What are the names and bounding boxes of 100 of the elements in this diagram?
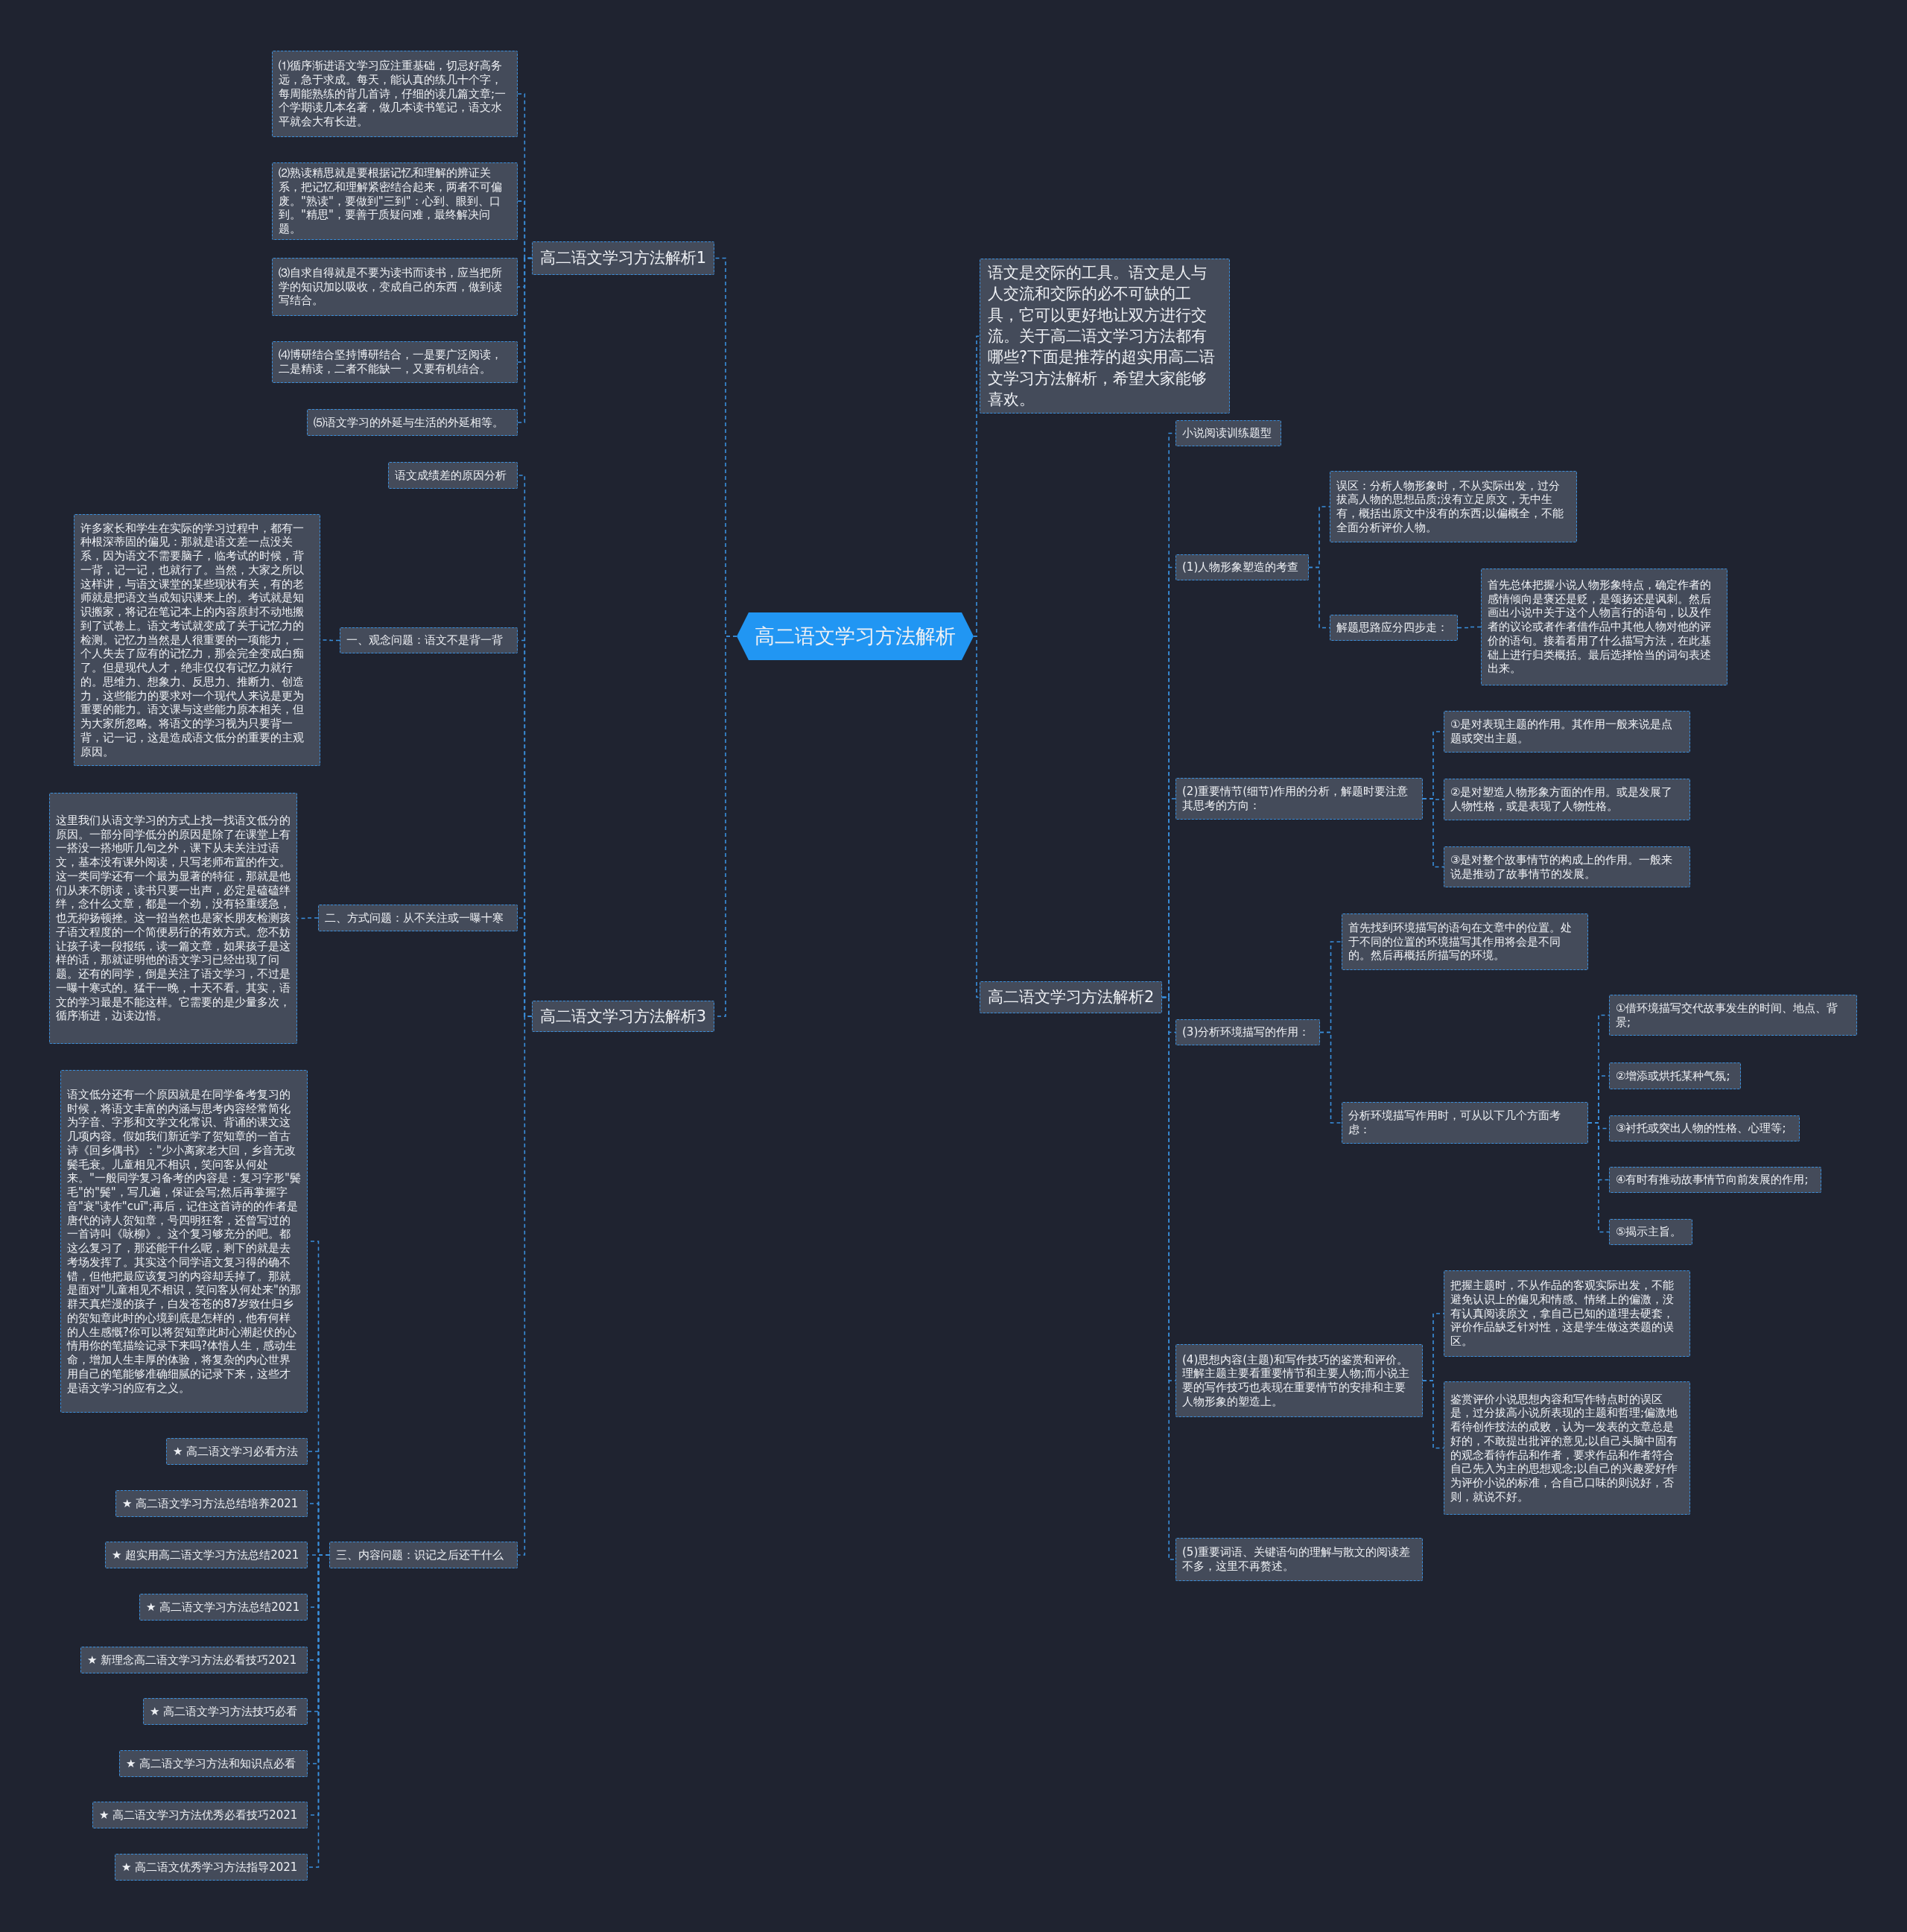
topic-text: ③是对整个故事情节的构成上的作用。一般来说是推动了故事情节的发展。: [1450, 852, 1674, 881]
connector-line: [296, 917, 319, 919]
topic-box: [1444, 1381, 1690, 1515]
topic-text: 语文成绩差的原因分析: [395, 468, 507, 483]
topic-box: [1609, 1115, 1800, 1141]
topic-box: [1342, 913, 1588, 970]
topic-box: [92, 1802, 308, 1828]
topic-text: ⑴循序渐进语文学习应注重基础，切忌好高务远，急于求成。每天，能认真的练几十个字，每周能熟练的背几首诗，仔细的读几篇文章;一个学期读几本名著，做几本读书笔记，语文水平就会大有长进。: [279, 59, 507, 129]
topic-text: 小说阅读训练题型: [1182, 426, 1272, 440]
topic-text: ★ 高二语文学习方法技巧必看: [150, 1704, 299, 1719]
topic-box: [1330, 615, 1458, 641]
topic-box: [1609, 1167, 1821, 1193]
topic-text: ★ 高二语文学习方法优秀必看技巧2021: [99, 1808, 299, 1822]
topic-text: ★ 超实用高二语文学习方法总结2021: [112, 1548, 300, 1562]
topic-text: (4)思想内容(主题)和写作技巧的鉴赏和评价。理解主题主要看重要情节和主要人物;而小说主要的写作技巧也表现在重要情节的安排和主要人物形象的塑造上。: [1182, 1352, 1411, 1409]
topic-text: ①借环境描写交代故事发生的时间、地点、背景;: [1616, 1001, 1839, 1030]
connector-line: [973, 636, 980, 998]
topic-text: ⑷博研结合坚持博研结合，一是要广泛阅读，二是精读，二者不能缺一，又要有机结合。: [279, 348, 503, 376]
connector-line: [1161, 996, 1176, 1560]
topic-text: ⑸语文学习的外延与生活的外延相等。: [314, 415, 504, 430]
topic-box: [1342, 1102, 1588, 1144]
connector-line: [1457, 626, 1482, 629]
topic-box: [1175, 420, 1281, 446]
topic-box: [166, 1438, 308, 1465]
topic-text: ★ 高二语文学习必看方法: [173, 1444, 299, 1459]
topic-text: 误区：分析人物形象时，不从实际出发，过分拔高人物的思想品质;没有立足原文，无中生有，概括出原文中没有的东西;以偏概全，不能全面分析评价人物。: [1336, 478, 1565, 535]
topic-text: ★ 新理念高二语文学习方法必看技巧2021: [87, 1653, 298, 1667]
connector-line: [517, 257, 533, 423]
topic-box: [1175, 1019, 1320, 1045]
topic-box: [307, 409, 518, 436]
topic-text: ⑶自求自得就是不要为读书而读书，应当把所学的知识加以吸收，变成自己的东西，做到读写结合。: [279, 265, 503, 308]
topic-box: [1609, 1062, 1741, 1089]
topic-text: 许多家长和学生在实际的学习过程中，都有一种根深蒂固的偏见：那就是语文差一点没关系，因为语文不需要脑子，临考试的时候，背一背，记一记，也就行了。当然，大家之所以这样讲，与语文课堂的某些现状有关，有的老师就是把语文当成知识课来上的。考试就是知识搬家，将记在笔记本上的内容原封不动地搬到了试卷上。语文考试就变成了关于记忆力的检测。记忆力当然是人很重要的一项能力，一个人失去了应有的记忆力，那会完全变成白痴了。但是现代人才，绝非仅仅有记忆力就行的。思维力、想象力、反思力、推断力、创造力，这些能力的要求对一个现代人来说是更为重要的能力。语文课与这些能力原本相关，但为大家所忽略。将语文的学习视为只要背一背，记一记，这是造成语文低分的重要的主观原因。: [80, 521, 305, 759]
topic-box: [272, 341, 518, 383]
topic-text: 鉴赏评价小说思想内容和写作特点时的误区是，过分拔高小说所表现的主题和哲理;偏激地看待创作技法的成败，认为一发表的文章总是好的，不敢提出批评的意见;以自己头脑中固有的观念看待作品和作者，要求作品和作者符合自己先入为主的思想观念;以自己的兴趣爱好作为评价小说的标准，合自己口味的则说好，否则，就说不好。: [1450, 1392, 1679, 1504]
topic-box: [143, 1698, 308, 1725]
topic-box: [1175, 1344, 1423, 1417]
topic-text: ①是对表现主题的作用。其作用一般来说是点题或突出主题。: [1450, 718, 1674, 746]
topic-box: [340, 627, 518, 653]
topic-box: [115, 1854, 308, 1881]
connector-line: [1422, 1380, 1444, 1449]
topic-box: [980, 981, 1163, 1013]
topic-text: ⑤揭示主旨。: [1616, 1225, 1683, 1239]
topic-text: 高二语文学习方法解析1: [539, 248, 706, 269]
topic-text: ★ 高二语文优秀学习方法指导2021: [121, 1860, 299, 1875]
topic-text: (3)分析环境描写的作用：: [1182, 1025, 1311, 1039]
topic-text: 首先找到环境描写的语句在文章中的位置。处于不同的位置的环境描写其作用将会是不同的。然后再概括所描写的环境。: [1348, 920, 1573, 963]
central-topic: [737, 612, 974, 660]
topic-box: [1609, 995, 1857, 1036]
topic-box: [531, 1001, 714, 1032]
topic-text: ★ 高二语文学习方法和知识点必看: [126, 1756, 297, 1771]
topic-text: 高二语文学习方法解析2: [988, 987, 1155, 1008]
topic-box: [80, 1647, 308, 1673]
topic-box: [329, 1542, 518, 1568]
topic-text: 语文低分还有一个原因就是在同学备考复习的时候，将语文丰富的内涵与思考内容经常简化为字音、字形和文学文化常识、背诵的课文这几项内容。假如我们新近学了贺知章的一首古诗《回乡偶书》："少小离家老大回，乡音无改鬓毛衰。儿童相见不相识，笑问客从何处来。"一般同学复习备考的内容是：复习字形"鬓毛"的"鬓"，写几遍，保证会写;然后再掌握字音"衰"读作"cuī";再后，记住这首诗的的作者是唐代的诗人贺知章，号四明狂客，还曾写过的一首诗叫《咏柳》。这个复习够充分的吧。都这么复习了，那还能干什么呢，剩下的就是去考场发挥了。其实这个同学语文复习得的确不错，但他把最应该复习的内容却丢掉了。那就是面对"儿童相见不相识，笑问客从何处来"的那群天真烂漫的孩子，白发苍苍的87岁致仕归乡的贺知章此时的心境到底是怎样的，他有何样的人生感慨?你可以将贺知章此时心潮起伏的心情用你的笔描绘记录下来吗?体悟人生，感动生命，增加人生丰厚的体验，将复杂的内心世界用自己的笔能够准确细腻的记录下来，这些才是语文学习的应有之义。: [67, 1087, 301, 1396]
topic-text: ②增添或烘托某种气氛;: [1616, 1068, 1731, 1083]
topic-text: ★ 高二语文学习方法总结2021: [146, 1600, 301, 1615]
topic-text: ③衬托或突出人物的性格、心理等;: [1616, 1121, 1787, 1136]
topic-text: 分析环境描写作用时，可从以下几个方面考虑：: [1348, 1109, 1561, 1137]
topic-box: [272, 51, 518, 137]
topic-box: [272, 162, 518, 240]
topic-text: (5)重要词语、关键语句的理解与散文的阅读差不多，这里不再赘述。: [1182, 1545, 1412, 1574]
topic-box: [388, 462, 518, 489]
topic-text: 二、方式问题：从不关注或一曝十寒: [325, 910, 504, 925]
topic-text: ②是对塑造人物形象方面的作用。或是发展了人物性格，或是表现了人物性格。: [1450, 785, 1674, 814]
topic-box: [139, 1594, 308, 1621]
topic-box: [1175, 778, 1423, 820]
topic-box: [1609, 1219, 1692, 1245]
topic-text: 首先总体把握小说人物形象特点，确定作者的感情倾向是褒还是贬，是颂扬还是讽刺。然后画出小说中关于这个人物言行的语句，以及作者的议论或者作者借作品中其他人物对他的评价的语句。接着看用了什么描写方法，在此基础上进行归类概括。最后选择恰当的词句表述出来。: [1488, 577, 1712, 677]
connector-line: [1587, 1122, 1610, 1233]
topic-text: 高二语文学习方法解析3: [539, 1006, 706, 1027]
connector-line: [1319, 1031, 1342, 1124]
topic-text: 解题思路应分四步走：: [1336, 621, 1449, 635]
topic-text: 高二语文学习方法解析: [755, 624, 956, 649]
topic-box: [1330, 471, 1577, 542]
topic-text: ★ 高二语文学习方法总结培养2021: [122, 1496, 299, 1511]
topic-box: [1444, 846, 1690, 887]
topic-box: [1444, 779, 1690, 820]
topic-box: [1481, 568, 1727, 685]
topic-box: [531, 241, 714, 275]
topic-text: 三、内容问题：识记之后还干什么: [336, 1548, 504, 1562]
topic-box: [119, 1750, 308, 1777]
topic-box: [115, 1490, 308, 1517]
topic-text: 一、观念问题：语文不是背一背: [346, 633, 504, 647]
topic-text: 把握主题时，不从作品的客观实际出发，不能避免认识上的偏见和情感、情绪上的偏激，没有认真阅读原文，拿自己已知的道理去硬套，评价作品缺乏针对性，这是学生做这类题的误区。: [1450, 1279, 1675, 1349]
topic-text: ⑵熟读精思就是要根据记忆和理解的辨证关系，把记忆和理解紧密结合起来，两者不可偏废。"熟读"，要做到"三到"：心到、眼到、口到。"精思"，要善于质疑问难，最终解决问题。: [279, 166, 503, 236]
topic-box: [318, 905, 518, 931]
topic-box: [105, 1542, 308, 1568]
topic-text: (1)人物形象塑造的考查: [1182, 560, 1300, 574]
topic-text: ④有时有推动故事情节向前发展的作用;: [1616, 1173, 1809, 1187]
topic-box: [1175, 554, 1309, 580]
topic-box: [49, 793, 297, 1044]
connector-line: [1422, 798, 1444, 868]
topic-box: [1444, 1270, 1690, 1357]
topic-text: (2)重要情节(细节)作用的分析，解题时要注意其思考的方向：: [1182, 785, 1409, 813]
topic-box: [272, 258, 518, 316]
topic-text: 语文是交际的工具。语文是人与人交流和交际的必不可缺的工具，它可以更好地让双方进行交流。关于高二语文学习方法都有哪些?下面是推荐的超实用高二语文学习方法解析，希望大家能够喜欢。: [988, 263, 1216, 411]
topic-box: [1175, 1538, 1423, 1581]
topic-text: 这里我们从语文学习的方式上找一找语文低分的原因。一部分同学低分的原因是除了在课堂上有一搭没一搭地听几句之外，课下从未关注过语文，基本没有课外阅读，只写老师布置的作文。这一类同学还有一个最为显著的特征，那就是他们从来不朗读，读书只要一出声，必定是磕磕绊绊，念什么文章，都是一个劲，没有轻重缓急，也无抑扬顿挫。这一招当然也是家长朋友检测孩子语文程度的一个简便易行的有效方式。您不妨让孩子读一段报纸，读一篇文章，如果孩子是这样的话，那就证明他的语文学习已经出现了问题。还有的同学，倒是关注了语文学习，不过是一曝十寒式的。猛干一晚，十天不看。其实，语文的学习最是不能这样。它需要的是少量多次，循序渐进，边读边悟。: [56, 813, 291, 1024]
topic-box: [1444, 711, 1690, 753]
